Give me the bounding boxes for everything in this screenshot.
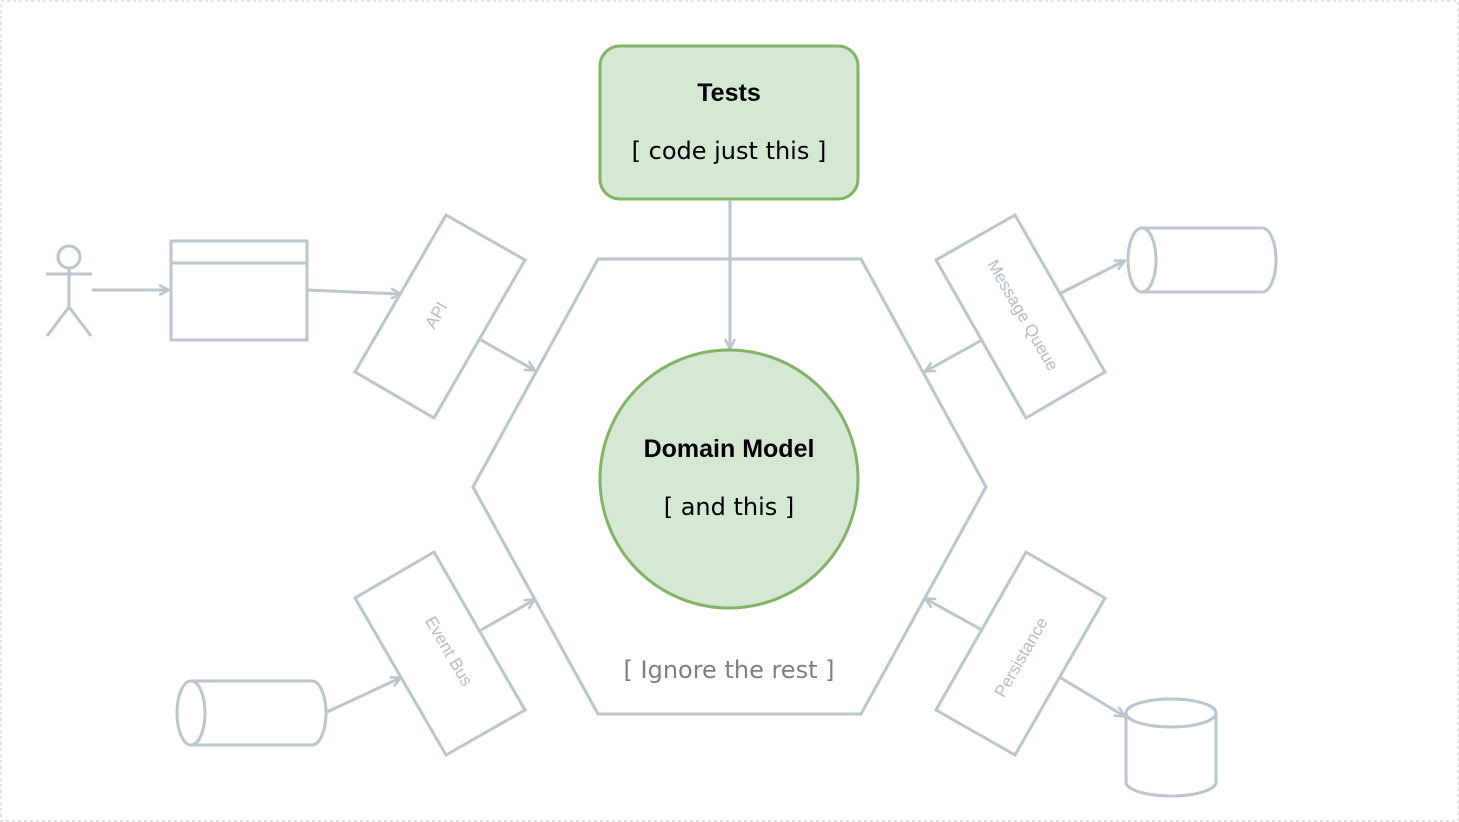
database-cylinder-icon	[1124, 697, 1218, 798]
domain-model-circle[interactable]	[598, 348, 860, 610]
bus-source-to-event-bus-arrow	[326, 678, 400, 714]
message-broker-cylinder-icon	[1126, 226, 1278, 294]
application-hexagon	[471, 257, 988, 716]
event-bus-port-label: Event Bus	[421, 613, 476, 690]
event-bus-port: Event Bus	[352, 549, 528, 758]
ui-window-icon	[169, 239, 309, 342]
event-bus-to-hexagon-arrow	[480, 600, 534, 632]
persistance-to-database-arrow	[1060, 676, 1124, 716]
queue-to-hexagon-arrow	[926, 338, 983, 371]
message-queue-port: Message Queue	[933, 212, 1108, 421]
tests-title: Tests	[697, 79, 760, 107]
api-port-label: API	[421, 299, 451, 332]
api-to-hexagon-arrow	[480, 338, 534, 370]
tests-subtitle: [ code just this ]	[632, 137, 827, 165]
persistance-port-label: Persistance	[991, 614, 1052, 700]
ui-to-api-arrow	[306, 290, 400, 294]
queue-to-broker-arrow	[1060, 261, 1124, 295]
persistance-port: Persistance	[933, 549, 1108, 758]
tests-box[interactable]	[598, 44, 860, 201]
persistance-to-hexagon-arrow	[926, 599, 983, 632]
api-port: API	[352, 212, 528, 421]
domain-model-subtitle: [ and this ]	[664, 493, 795, 521]
event-source-cylinder-icon	[175, 679, 328, 747]
domain-model-title: Domain Model	[644, 435, 815, 463]
user-actor-icon	[45, 244, 93, 337]
ignore-caption: [ Ignore the rest ]	[624, 656, 835, 684]
